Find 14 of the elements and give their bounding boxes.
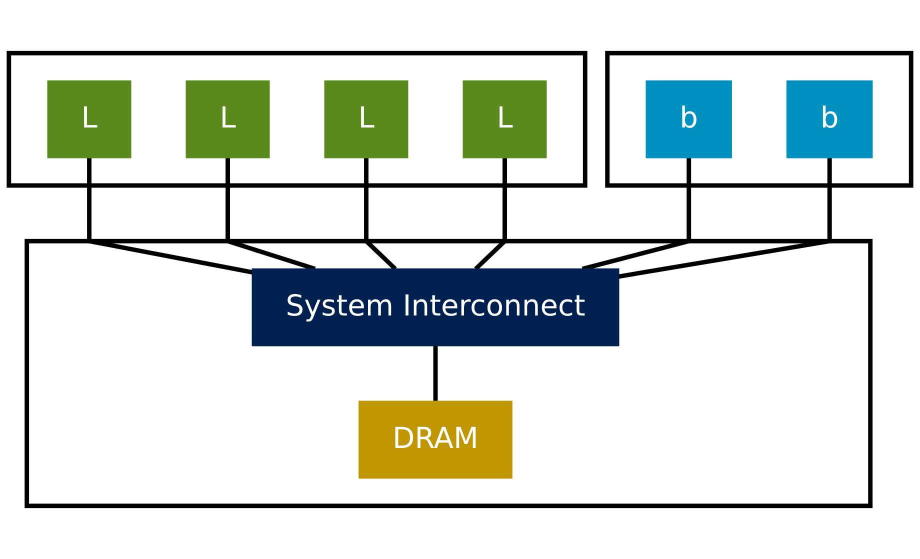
connector — [433, 346, 438, 402]
node-box: L — [462, 80, 547, 158]
node-box: b — [786, 80, 873, 158]
node-box: L — [186, 80, 270, 158]
node-box: L — [47, 80, 132, 158]
cluster — [24, 238, 873, 508]
cluster — [6, 50, 588, 188]
connector — [618, 158, 832, 279]
cluster — [605, 50, 914, 188]
node-box: System Interconnect — [252, 268, 620, 346]
node-box: DRAM — [358, 400, 512, 479]
node-box: L — [324, 80, 408, 158]
node-box: b — [646, 80, 732, 158]
connector — [87, 158, 253, 274]
